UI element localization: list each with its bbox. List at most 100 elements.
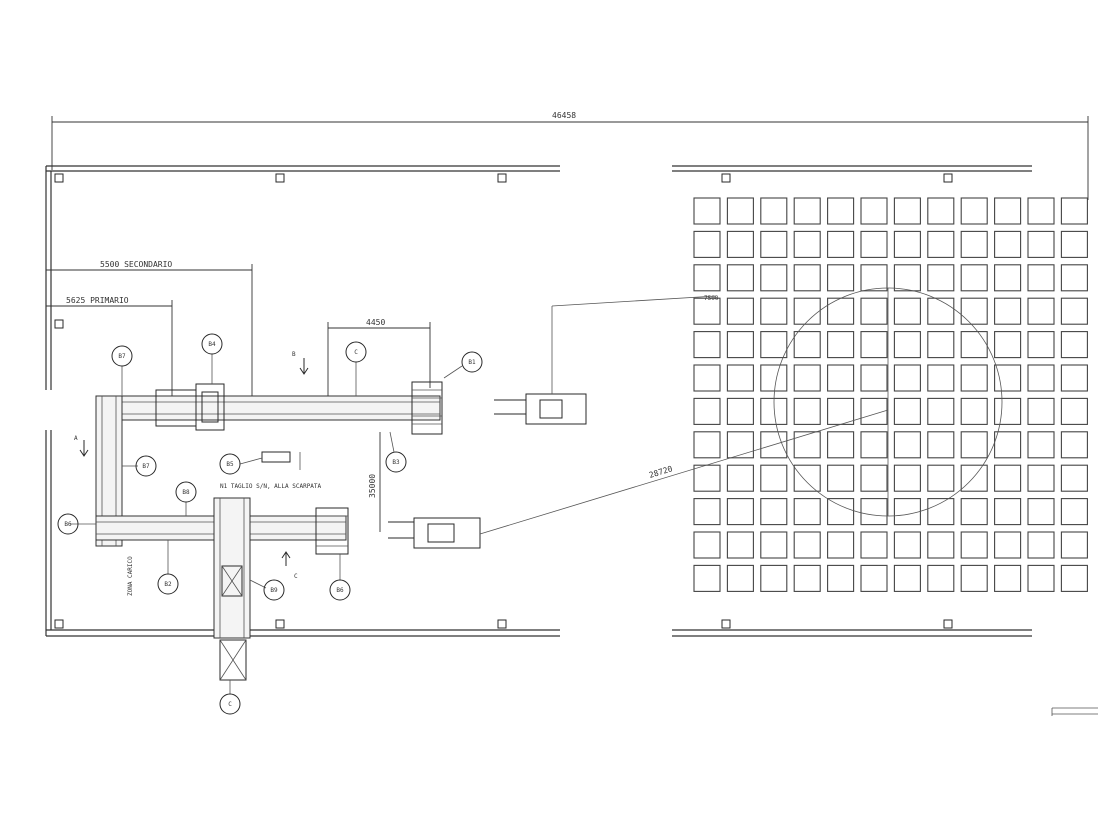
storage-cell — [994, 264, 1022, 292]
storage-cell — [726, 264, 754, 292]
direction-arrows: A B C — [74, 351, 309, 580]
storage-cell — [1060, 331, 1088, 359]
storage-cell — [827, 397, 855, 425]
storage-cell — [860, 464, 888, 492]
svg-text:B9: B9 — [270, 587, 278, 594]
storage-cell — [927, 397, 955, 425]
storage-cell — [1060, 531, 1088, 559]
storage-cell — [927, 498, 955, 526]
storage-cell — [927, 564, 955, 592]
storage-cell — [860, 564, 888, 592]
storage-cell — [994, 564, 1022, 592]
marker-b1: B1 — [443, 351, 483, 379]
marker-b2: B2 — [157, 540, 179, 595]
marker-b6: B6 — [57, 513, 96, 535]
storage-cell — [960, 264, 988, 292]
storage-cell — [960, 464, 988, 492]
storage-cell — [893, 531, 921, 559]
storage-cell — [893, 297, 921, 325]
svg-text:B6: B6 — [64, 521, 72, 528]
svg-text:B6: B6 — [336, 587, 344, 594]
storage-cell — [893, 431, 921, 459]
storage-cell — [1027, 331, 1055, 359]
storage-cell — [927, 264, 955, 292]
arrow-b-label: B — [292, 351, 296, 358]
storage-cell — [693, 531, 721, 559]
storage-cell — [893, 498, 921, 526]
storage-cell — [893, 264, 921, 292]
storage-cell — [760, 531, 788, 559]
storage-cell — [1027, 297, 1055, 325]
storage-cell — [793, 397, 821, 425]
storage-cell — [960, 498, 988, 526]
center-note: N1 TAGLIO S/N, ALLA SCARPATA — [220, 483, 322, 490]
storage-cell — [726, 464, 754, 492]
storage-cell — [960, 431, 988, 459]
line-dimensions: 5500 SECONDARIO 5625 PRIMARIO 4450 35000 — [46, 260, 431, 532]
storage-cell — [726, 331, 754, 359]
storage-cell — [960, 397, 988, 425]
storage-cell — [893, 464, 921, 492]
pillars — [54, 173, 953, 629]
storage-cell — [726, 197, 754, 225]
storage-cell — [927, 230, 955, 258]
storage-cell — [860, 297, 888, 325]
svg-text:B2: B2 — [164, 581, 172, 588]
storage-cell — [1060, 264, 1088, 292]
storage-cell — [860, 264, 888, 292]
storage-cell — [793, 230, 821, 258]
primary-line-label: 5625 PRIMARIO — [66, 296, 129, 305]
storage-cell — [726, 364, 754, 392]
storage-cell — [726, 431, 754, 459]
coverage-circle — [773, 287, 1003, 517]
storage-cell — [1060, 297, 1088, 325]
storage-cell — [827, 464, 855, 492]
arrow-b-icon: B — [292, 351, 309, 375]
marker-c-top: C — [345, 341, 367, 396]
storage-cell — [1027, 431, 1055, 459]
storage-cell — [960, 197, 988, 225]
svg-text:B1: B1 — [468, 359, 476, 366]
storage-cell — [827, 297, 855, 325]
storage-cell — [1060, 197, 1088, 225]
building-walls — [45, 165, 1032, 637]
marker-b7-mid: B7 — [122, 455, 157, 477]
svg-text:B7: B7 — [118, 353, 126, 360]
storage-cell — [860, 331, 888, 359]
storage-cell — [726, 531, 754, 559]
storage-cell — [693, 464, 721, 492]
storage-cell — [893, 564, 921, 592]
storage-cell — [693, 264, 721, 292]
storage-cell — [1027, 230, 1055, 258]
storage-cell — [927, 197, 955, 225]
storage-cell — [960, 230, 988, 258]
marker-b5: B5 — [219, 453, 263, 475]
storage-grid — [693, 197, 1088, 592]
storage-cell — [693, 364, 721, 392]
svg-text:B3: B3 — [392, 459, 400, 466]
storage-cell — [793, 297, 821, 325]
drawing-notes: N1 TAGLIO S/N, ALLA SCARPATA ZONA CARICO — [127, 451, 322, 596]
storage-cell — [827, 331, 855, 359]
storage-cell — [1060, 564, 1088, 592]
storage-cell — [760, 264, 788, 292]
storage-cell — [1027, 531, 1055, 559]
storage-cell — [827, 498, 855, 526]
storage-cell — [994, 297, 1022, 325]
storage-cell — [760, 197, 788, 225]
svg-text:C: C — [228, 701, 232, 708]
outbound-conveyor — [213, 497, 251, 681]
svg-text:C: C — [354, 349, 358, 356]
storage-cell — [960, 531, 988, 559]
marker-b3: B3 — [385, 431, 407, 473]
forklift-top — [494, 306, 587, 425]
radius-label: 28720 — [648, 464, 674, 480]
overall-dimension-label: 46458 — [552, 111, 576, 120]
storage-cell — [1027, 397, 1055, 425]
storage-cell — [693, 431, 721, 459]
storage-cell — [960, 331, 988, 359]
storage-cell — [760, 364, 788, 392]
storage-cell — [927, 431, 955, 459]
storage-cell — [793, 464, 821, 492]
storage-cell — [960, 364, 988, 392]
